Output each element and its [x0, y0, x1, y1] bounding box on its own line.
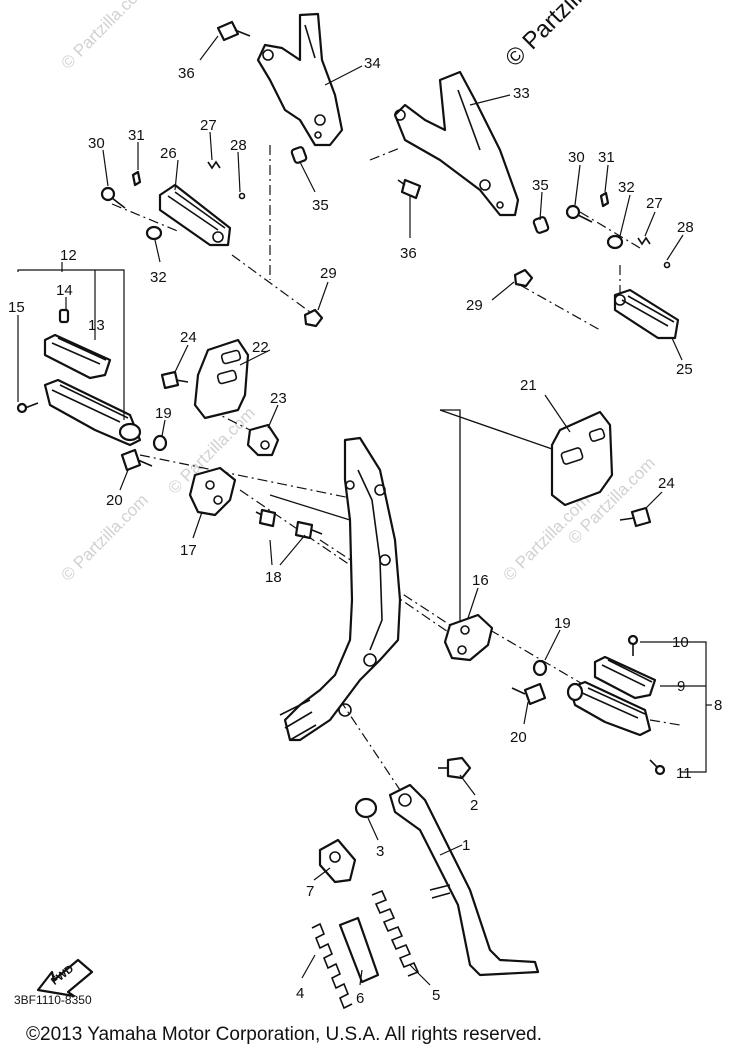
- leader-lines: [17, 35, 712, 986]
- part-label: 33: [513, 85, 530, 102]
- part-label: 30: [568, 149, 585, 166]
- watermark: © Partzilla.com: [57, 0, 151, 73]
- part-label: 30: [88, 135, 105, 152]
- frame-bracket: [279, 436, 402, 742]
- copyright-line: ©2013 Yamaha Motor Corporation, U.S.A. A…: [26, 1024, 542, 1045]
- part-label: 29: [466, 297, 483, 314]
- part-label: 12: [60, 247, 77, 264]
- part-label: 3: [376, 843, 384, 860]
- part-label: 26: [160, 145, 177, 162]
- part-label: 9: [677, 678, 685, 695]
- watermark: © Partzilla.com: [500, 0, 633, 72]
- bushing-29-right: [513, 268, 534, 288]
- part-label: 13: [88, 317, 105, 334]
- footrest-13: [43, 333, 112, 380]
- part-label: 24: [180, 329, 197, 346]
- part-label: 19: [554, 615, 571, 632]
- small-screws-12: [16, 308, 70, 414]
- bracket-34: [256, 12, 344, 147]
- part-label: 36: [178, 65, 195, 82]
- spring-4: [311, 922, 353, 1010]
- part-label: 35: [312, 197, 329, 214]
- small-screws-8: [627, 634, 666, 776]
- bolt-18-a: [255, 508, 277, 528]
- footrest-26: [158, 183, 232, 247]
- spring-5: [371, 889, 420, 977]
- bolt-20-right: [511, 682, 547, 706]
- part-label: 11: [676, 765, 692, 782]
- watermark: © Partzilla.com: [57, 490, 151, 584]
- part-label: 28: [230, 137, 247, 154]
- part-label: 29: [320, 265, 337, 282]
- bracket-33: [393, 70, 520, 217]
- part-label: 27: [646, 195, 663, 212]
- part-label: 18: [265, 569, 282, 586]
- part-label: 21: [520, 377, 537, 394]
- part-label: 7: [306, 883, 314, 900]
- plate-22: [193, 338, 250, 420]
- bolt-36-lower: [397, 178, 422, 200]
- part-label: 28: [677, 219, 694, 236]
- small-parts-right: [565, 191, 671, 269]
- part-label: 1: [462, 837, 470, 854]
- footrest-9: [593, 655, 657, 700]
- part-label: 34: [364, 55, 381, 72]
- bushing-29-left: [303, 308, 324, 328]
- part-label: 8: [714, 697, 722, 714]
- part-label: 31: [598, 149, 615, 166]
- drawing-code: 3BF1110-8350: [14, 993, 92, 1007]
- part-labels: 36 34 33 27 28 31 30 26 35 36 35 30 31 3…: [8, 55, 722, 1007]
- bolt-18-b: [294, 520, 323, 540]
- footrest-8-assy: [566, 680, 652, 737]
- part-label: 10: [672, 634, 689, 651]
- collar-3: [354, 797, 378, 819]
- part-label: 14: [56, 282, 73, 299]
- pin-35-right: [532, 216, 550, 234]
- part-label: 31: [128, 127, 145, 144]
- part-label: 16: [472, 572, 489, 589]
- part-label: 32: [618, 179, 635, 196]
- part-label: 32: [150, 269, 167, 286]
- part-label: 20: [106, 492, 123, 509]
- part-label: 23: [270, 390, 287, 407]
- part-label: 4: [296, 985, 304, 1002]
- cap-2: [438, 756, 472, 780]
- part-label: 6: [356, 990, 364, 1007]
- footrest-12-assy: [43, 378, 142, 447]
- part-label: 15: [8, 299, 25, 316]
- cover-6: [338, 916, 380, 984]
- bolt-36-upper: [216, 20, 251, 42]
- sidestand-1: [388, 783, 540, 977]
- part-label: 36: [400, 245, 417, 262]
- fwd-arrow: FWD: [36, 958, 94, 998]
- plate-21: [550, 410, 614, 507]
- bolt-20-left: [120, 448, 153, 472]
- part-label: 27: [200, 117, 217, 134]
- plate-7: [318, 838, 357, 884]
- part-label: 35: [532, 177, 549, 194]
- bracket-17: [188, 466, 237, 517]
- washer-19-left: [152, 434, 168, 452]
- part-label: 2: [470, 797, 478, 814]
- bolt-24-left: [160, 370, 189, 390]
- small-parts-left: [100, 160, 246, 241]
- pin-35-left: [290, 146, 308, 164]
- part-label: 24: [658, 475, 675, 492]
- footrest-25: [613, 288, 680, 340]
- part-label: 25: [676, 361, 693, 378]
- part-label: 5: [432, 987, 440, 1004]
- clamp-23: [246, 423, 280, 457]
- bracket-16: [443, 613, 494, 662]
- part-label: 20: [510, 729, 527, 746]
- part-label: 17: [180, 542, 197, 559]
- bolt-24-right: [619, 506, 652, 528]
- washer-19-right: [532, 659, 548, 677]
- part-label: 19: [155, 405, 172, 422]
- part-label: 22: [252, 339, 269, 356]
